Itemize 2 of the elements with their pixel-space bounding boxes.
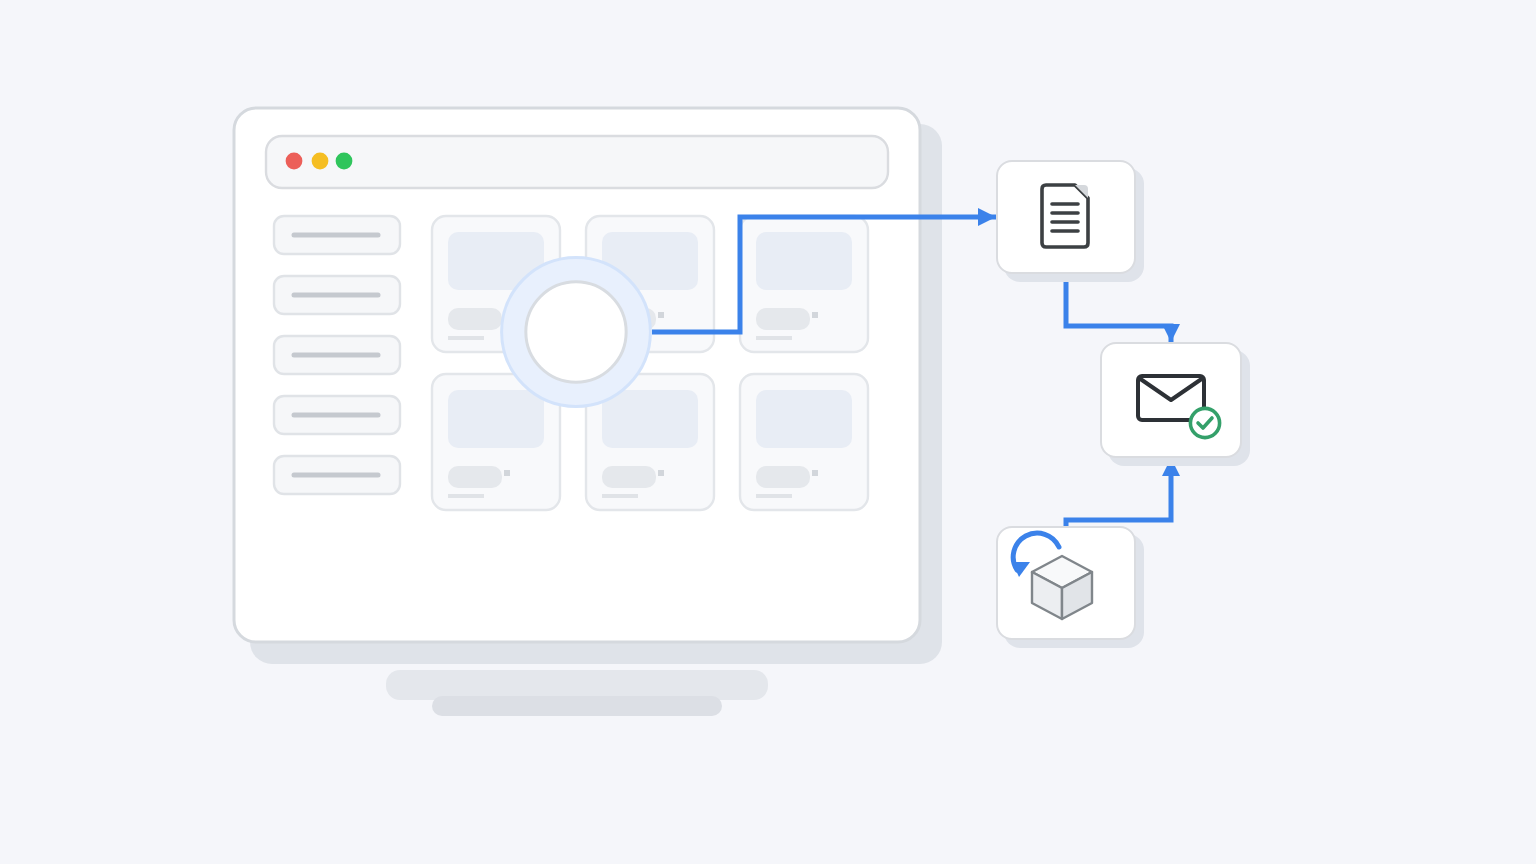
connector-arrow xyxy=(652,208,996,335)
circle-node xyxy=(500,256,652,408)
